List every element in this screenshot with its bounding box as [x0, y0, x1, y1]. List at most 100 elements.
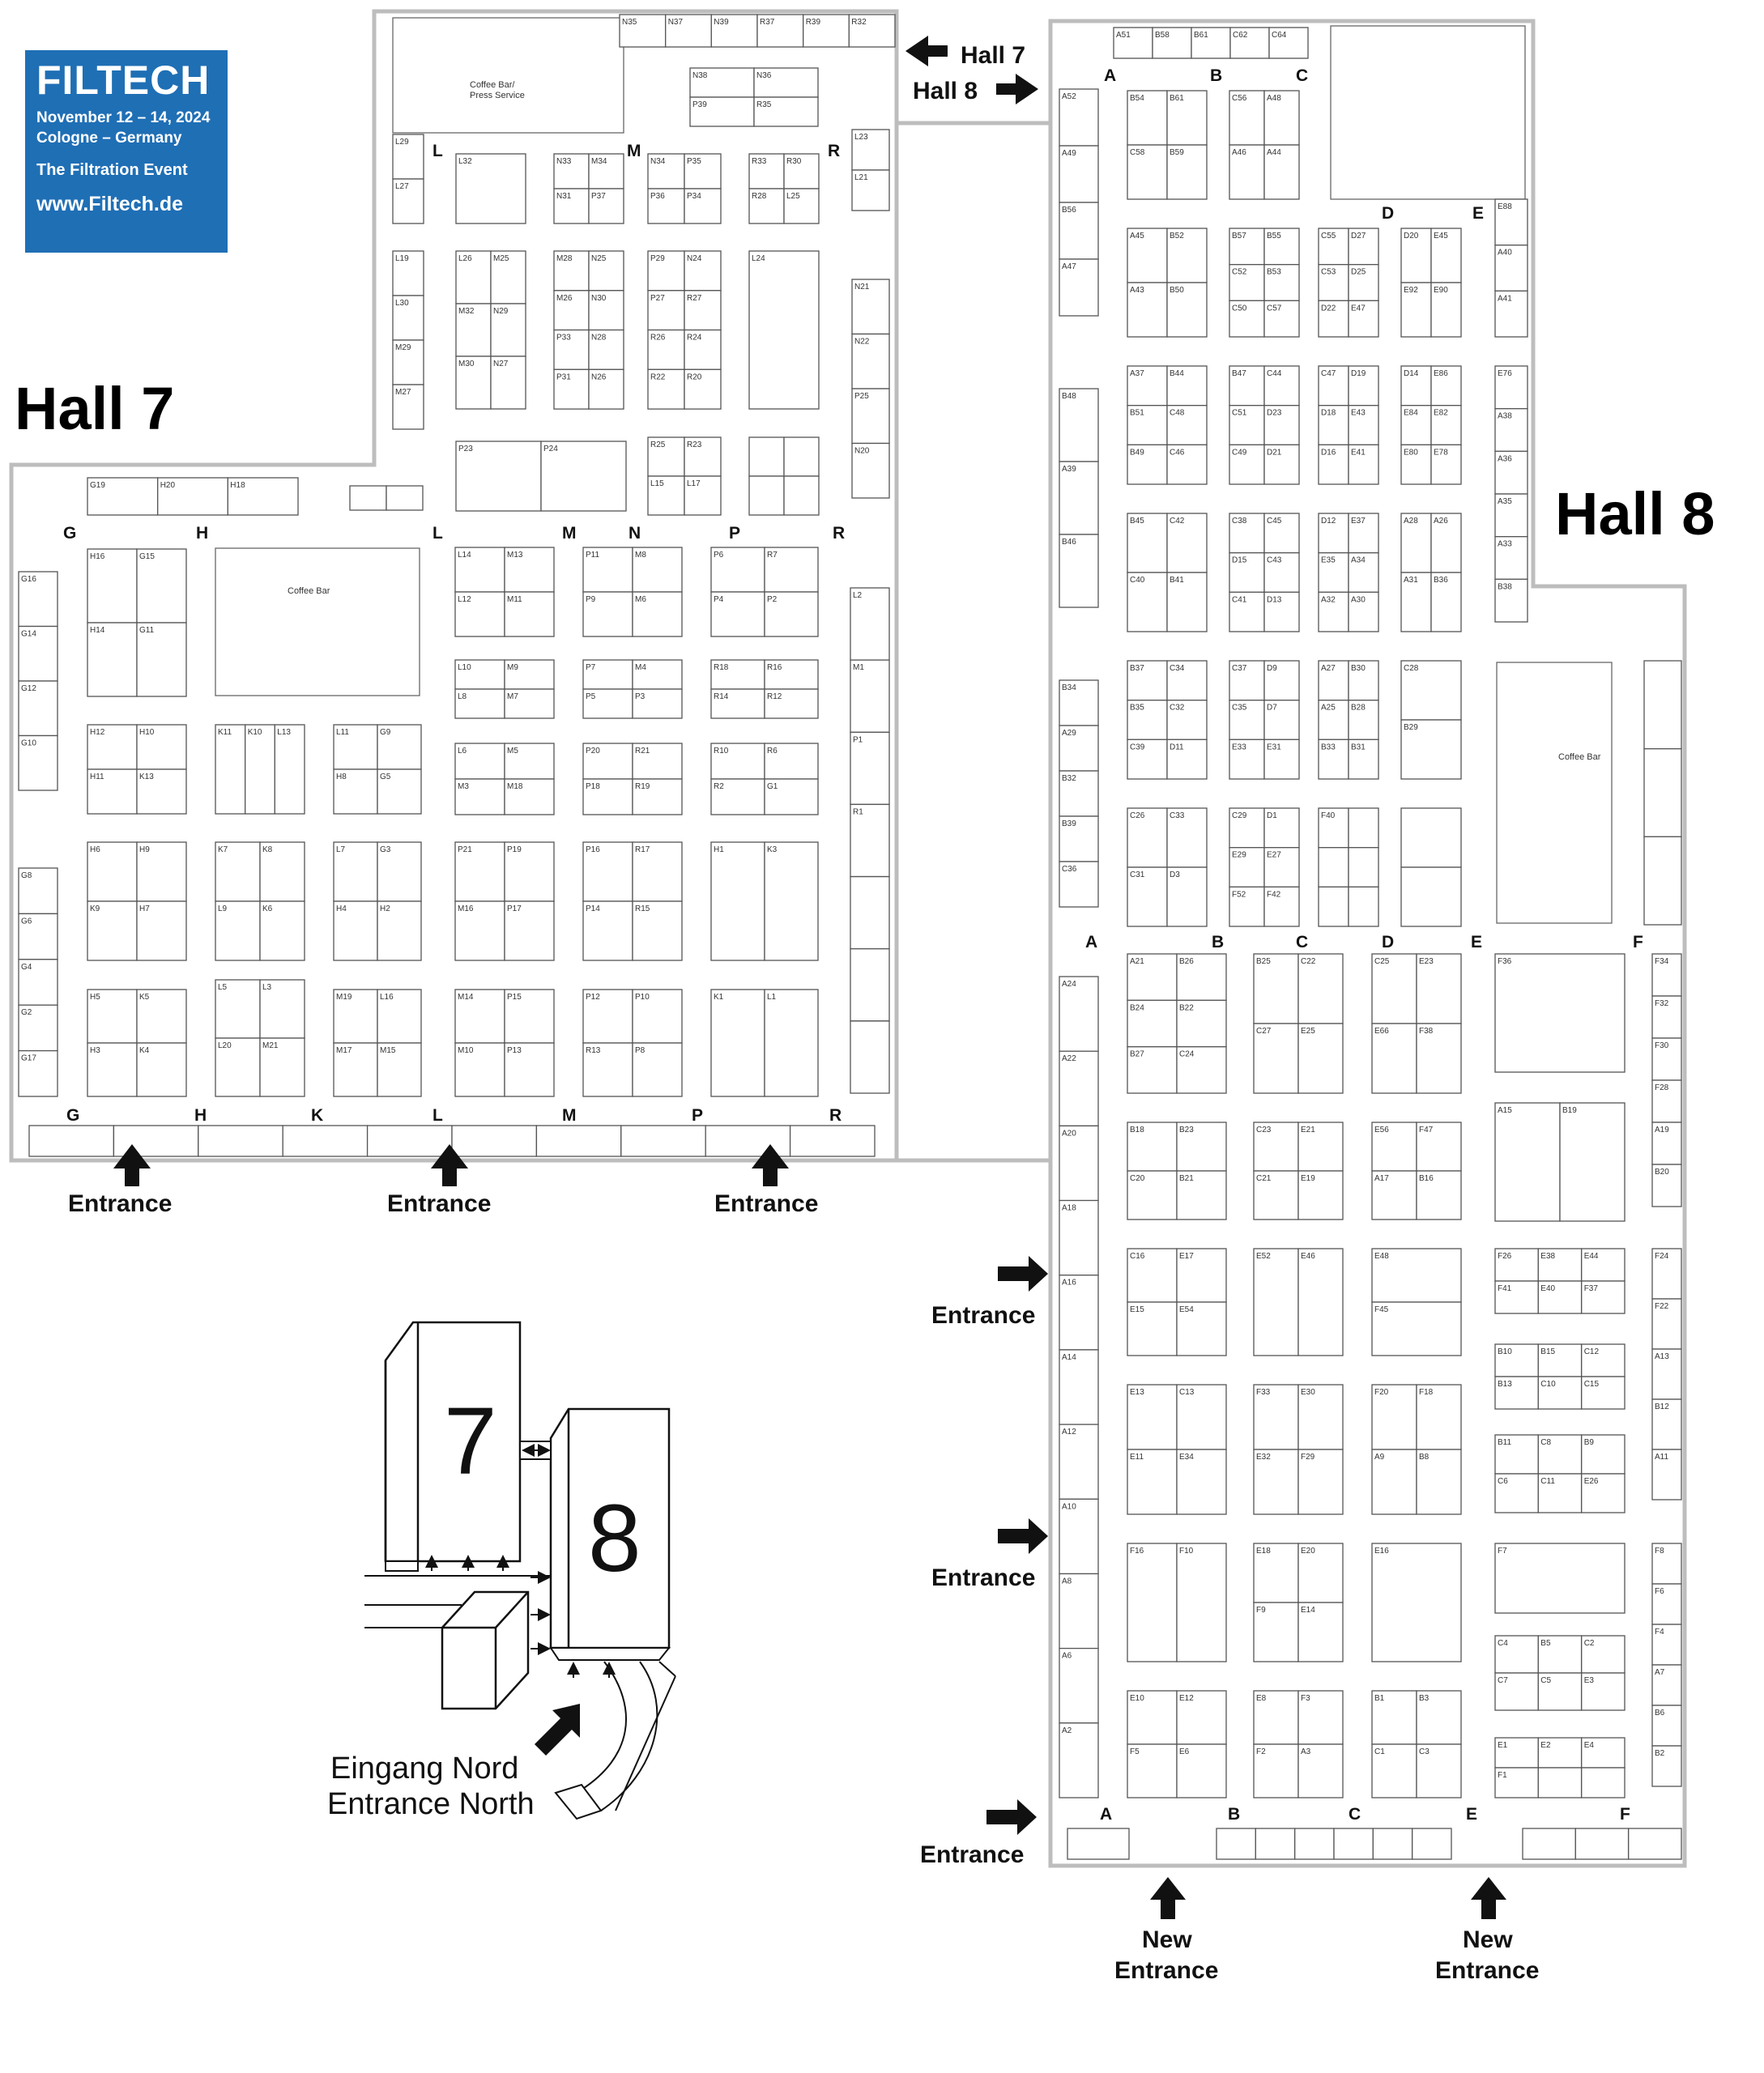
booth[interactable]: C38	[1229, 513, 1265, 554]
hall8-new-entrance-1[interactable]: New Entrance	[1114, 1877, 1218, 1984]
booth[interactable]: P20	[582, 743, 633, 780]
hall7-entrance-2[interactable]: Entrance	[387, 1144, 491, 1217]
booth[interactable]	[850, 948, 890, 1022]
booth[interactable]: D12	[1318, 513, 1349, 554]
booth[interactable]: B56	[1059, 202, 1099, 260]
booth[interactable]: E38	[1537, 1248, 1583, 1282]
hall8-entrance-west-1[interactable]: Entrance	[931, 1256, 1048, 1329]
booth[interactable]: R32	[848, 14, 896, 48]
booth[interactable]: C64	[1268, 27, 1309, 59]
booth[interactable]: F18	[1416, 1384, 1462, 1450]
booth[interactable]: E33	[1229, 739, 1265, 780]
booth[interactable]	[850, 1020, 890, 1094]
booth[interactable]: R15	[632, 900, 683, 961]
booth[interactable]: H18	[227, 477, 299, 516]
booth[interactable]: F5	[1127, 1743, 1178, 1798]
booth[interactable]	[1628, 1828, 1682, 1860]
booth[interactable]: B19	[1559, 1102, 1626, 1222]
booth[interactable]: G14	[18, 625, 58, 682]
booth[interactable]: G19	[87, 477, 159, 516]
booth[interactable]: A33	[1494, 536, 1528, 581]
booth[interactable]: C45	[1263, 513, 1300, 554]
booth[interactable]: E16	[1371, 1543, 1462, 1662]
booth[interactable]: A9	[1371, 1449, 1417, 1515]
booth[interactable]: A28	[1400, 513, 1432, 573]
booth[interactable]: C33	[1166, 807, 1208, 868]
booth[interactable]: B18	[1127, 1122, 1178, 1172]
booth[interactable]: C51	[1229, 405, 1265, 446]
booth[interactable]: L1	[764, 989, 819, 1097]
booth[interactable]: N38	[689, 67, 755, 98]
booth[interactable]: P1	[850, 731, 890, 806]
booth[interactable]: B10	[1494, 1343, 1539, 1377]
booth[interactable]: H4	[333, 900, 378, 961]
booth[interactable]	[366, 1125, 453, 1157]
booth[interactable]: A49	[1059, 145, 1099, 203]
booth[interactable]: D3	[1166, 866, 1208, 927]
booth[interactable]: E78	[1430, 444, 1462, 485]
booth[interactable]: B51	[1127, 405, 1168, 446]
booth[interactable]	[1318, 886, 1349, 927]
booth[interactable]: M8	[632, 547, 683, 593]
booth[interactable]: A38	[1494, 408, 1528, 453]
booth[interactable]: B33	[1318, 739, 1349, 780]
booth[interactable]: M6	[632, 591, 683, 637]
booth[interactable]: E27	[1263, 847, 1300, 888]
booth[interactable]: B39	[1059, 815, 1099, 862]
booth[interactable]: F4	[1651, 1624, 1682, 1666]
booth[interactable]: K11	[215, 724, 246, 815]
booth[interactable]: E25	[1297, 1023, 1344, 1094]
booth[interactable]: A22	[1059, 1050, 1099, 1127]
booth[interactable]: A14	[1059, 1349, 1099, 1425]
booth[interactable]: E29	[1229, 847, 1265, 888]
booth[interactable]: C41	[1229, 591, 1265, 632]
booth[interactable]: M29	[392, 339, 424, 385]
booth[interactable]: H7	[136, 900, 187, 961]
booth[interactable]: G11	[136, 622, 187, 697]
booth[interactable]: F52	[1229, 886, 1265, 927]
booth[interactable]: G15	[136, 548, 187, 624]
booth[interactable]: B50	[1166, 282, 1208, 338]
booth[interactable]: L15	[647, 475, 685, 516]
booth[interactable]: B9	[1581, 1434, 1626, 1475]
booth[interactable]: E90	[1430, 282, 1462, 338]
booth[interactable]: G3	[377, 841, 422, 902]
booth[interactable]: C25	[1371, 953, 1417, 1024]
booth[interactable]: B16	[1416, 1170, 1462, 1220]
booth[interactable]: L21	[851, 169, 890, 211]
booth[interactable]: C31	[1127, 866, 1168, 927]
event-website[interactable]: www.Filtech.de	[36, 193, 184, 216]
booth[interactable]: C62	[1229, 27, 1270, 59]
booth[interactable]: L27	[392, 178, 424, 224]
booth[interactable]: G2	[18, 1004, 58, 1052]
booth[interactable]	[349, 485, 387, 511]
booth[interactable]: B11	[1494, 1434, 1539, 1475]
booth[interactable]: D15	[1229, 552, 1265, 594]
booth[interactable]: H12	[87, 724, 138, 770]
booth[interactable]: C46	[1166, 444, 1208, 485]
booth[interactable]: G9	[377, 724, 422, 770]
booth[interactable]: F32	[1651, 995, 1682, 1039]
booth[interactable]: B24	[1127, 999, 1178, 1048]
booth[interactable]: P35	[684, 153, 722, 189]
booth[interactable]: L7	[333, 841, 378, 902]
booth[interactable]	[1318, 847, 1349, 888]
booth[interactable]: D14	[1400, 365, 1432, 407]
booth[interactable]: P8	[632, 1042, 683, 1097]
booth[interactable]: B38	[1494, 578, 1528, 623]
booth[interactable]: K13	[136, 768, 187, 815]
booth[interactable]: C58	[1127, 144, 1168, 200]
booth[interactable]: A19	[1651, 1122, 1682, 1165]
booth[interactable]: P36	[647, 188, 685, 224]
booth[interactable]: D11	[1166, 739, 1208, 780]
booth[interactable]: R10	[710, 743, 765, 780]
booth[interactable]: G16	[18, 571, 58, 628]
booth[interactable]: M30	[455, 355, 492, 410]
booth[interactable]	[705, 1125, 791, 1157]
booth[interactable]: C4	[1494, 1635, 1539, 1674]
booth[interactable]: R25	[647, 436, 685, 477]
booth[interactable]: M11	[504, 591, 555, 637]
booth[interactable]: B41	[1166, 572, 1208, 632]
booth[interactable]: G5	[377, 768, 422, 815]
booth[interactable]: M17	[333, 1042, 378, 1097]
